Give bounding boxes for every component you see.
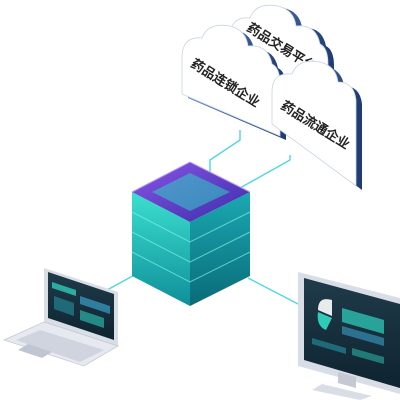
desktop-monitor-icon — [298, 272, 400, 400]
server-left-face — [132, 192, 190, 306]
laptop-keyboard — [16, 330, 104, 362]
server-layer-lines — [131, 211, 251, 283]
laptop-trackpad — [18, 344, 52, 358]
cloud-shape — [181, 24, 281, 137]
laptop-icon — [2, 268, 119, 367]
server-right-face — [190, 192, 250, 306]
link-server-to-cloud-chain — [209, 130, 241, 178]
cloud-logistics-enterprise: 药品流通企业 — [271, 60, 362, 190]
server-top-highlight — [131, 161, 251, 193]
cloud-chain-enterprise: 药品连锁企业 — [181, 24, 286, 141]
monitor-stand-base — [312, 384, 372, 400]
link-server-to-monitor — [247, 277, 301, 306]
server-top-inset — [152, 173, 230, 211]
cloud-shape — [271, 60, 357, 187]
server-stack-icon — [131, 161, 251, 306]
monitor-screen-widgets — [312, 299, 384, 364]
monitor-stand-neck — [338, 372, 356, 388]
link-server-to-cloud-logistics — [239, 155, 291, 189]
laptop-screen-widgets — [52, 282, 110, 328]
